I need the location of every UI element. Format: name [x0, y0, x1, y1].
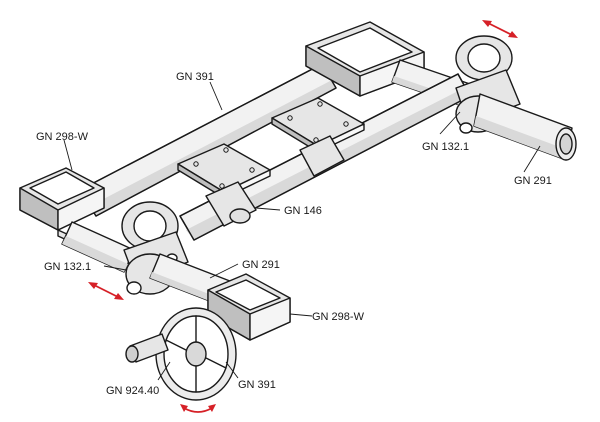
- label-gn298w-left: GN 298-W: [36, 131, 89, 143]
- label-gn132-right: GN 132.1: [422, 141, 469, 153]
- handwheel: [125, 307, 237, 401]
- leader-lines: [63, 81, 541, 381]
- label-gn132-left: GN 132.1: [44, 261, 91, 273]
- double-headed-arrow-icon: [88, 282, 124, 300]
- upper-mounting-plate: [271, 97, 365, 177]
- left-cross-clamp: [121, 201, 189, 295]
- double-headed-arrow-icon: [482, 20, 518, 38]
- left-corner-connector: [19, 167, 105, 247]
- label-gn298w-bottom: GN 298-W: [312, 311, 365, 323]
- right-tube: [473, 93, 577, 161]
- curved-double-arrow-icon: [180, 404, 216, 413]
- bottom-corner-connector: [207, 273, 291, 341]
- label-gn291-mid: GN 291: [242, 259, 280, 271]
- label-gn146: GN 146: [284, 205, 322, 217]
- label-gn391-bottom: GN 391: [238, 379, 276, 391]
- label-gn291-right: GN 291: [514, 175, 552, 187]
- label-gn924: GN 924.40: [106, 385, 159, 397]
- lower-left-tube: [61, 221, 135, 273]
- label-gn391-top: GN 391: [176, 71, 214, 83]
- lower-mounting-plate: [177, 143, 271, 227]
- part-labels: GN 391 GN 298-W GN 132.1 GN 291 GN 146 G…: [36, 71, 552, 397]
